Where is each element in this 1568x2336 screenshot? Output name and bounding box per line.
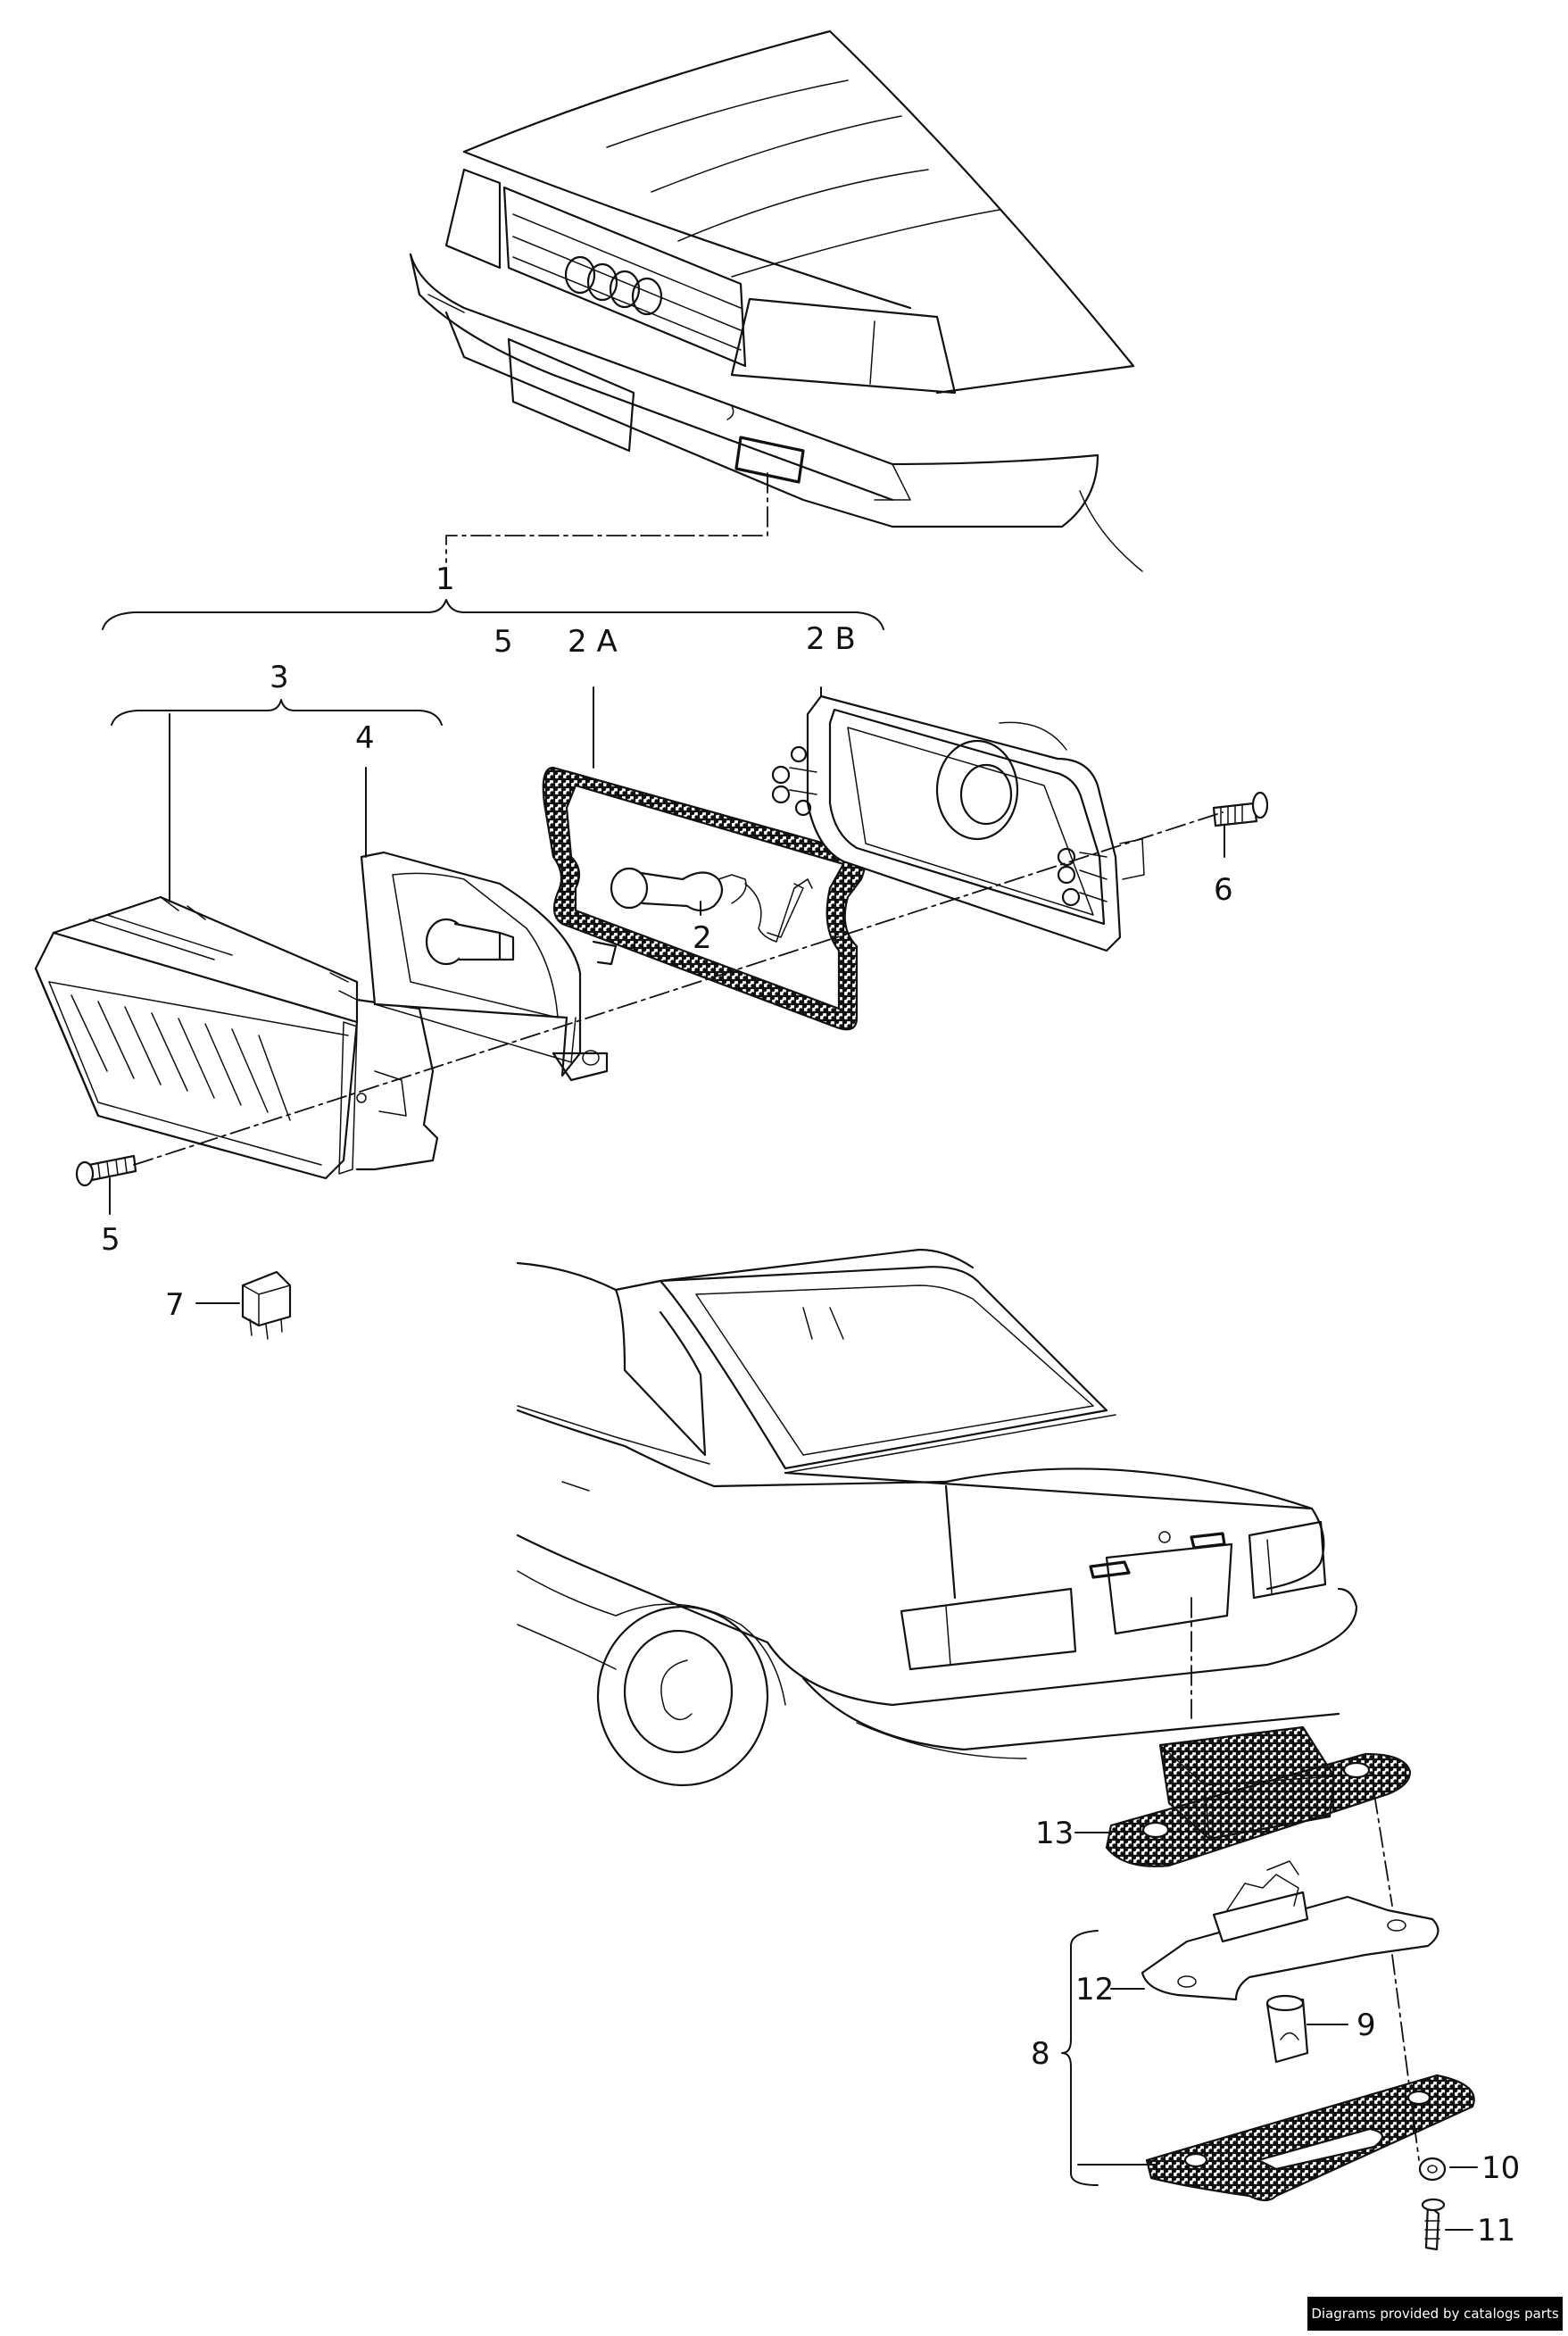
callout-5-top: 5: [494, 624, 513, 660]
washer-item-10: [1418, 2157, 1447, 2182]
screw-item-6: [1212, 791, 1269, 827]
plate-light-screw-axis-1: [1373, 1793, 1393, 1907]
callout-11: 11: [1477, 2213, 1515, 2249]
callout-5-bottom: 5: [101, 1222, 120, 1258]
callout-13: 13: [1035, 1816, 1074, 1851]
leader-lines: [109, 686, 1478, 2231]
plate-light-seal: [1105, 1725, 1412, 1867]
callout-3: 3: [270, 660, 289, 695]
callout-6: 6: [1214, 872, 1233, 908]
front-car-illustration: [409, 29, 1143, 572]
callout-4: 4: [355, 720, 375, 756]
callout-2a: 2 A: [568, 624, 618, 660]
fog-light-lens-assembly: [34, 895, 439, 1180]
bulb-item-9: [1265, 1994, 1309, 2064]
item-1-brace: [102, 599, 884, 630]
fog-light-reflector-housing: [360, 851, 618, 1082]
item-3-brace: [111, 699, 443, 726]
assembly-axis-line: [133, 811, 1224, 1166]
callout-1: 1: [436, 561, 455, 597]
callout-2: 2: [693, 920, 712, 956]
callout-labels: 1 5 2 A 2 B 3 4 2 6 5 7 13 12 9 8 10 11: [101, 561, 1520, 2249]
relay-item-7: [241, 1270, 292, 1340]
plate-light-lens: [1145, 2074, 1475, 2202]
item-8-bracket: [1061, 1930, 1099, 2186]
rear-car-illustration: [516, 1248, 1358, 1787]
callout-2b: 2 B: [806, 621, 856, 657]
callout-7: 7: [165, 1287, 185, 1323]
callout-9: 9: [1356, 2008, 1376, 2043]
credit-badge: Diagrams provided by catalogs parts: [1307, 2297, 1563, 2331]
screw-item-11: [1421, 2198, 1446, 2251]
bulb-holder: [1141, 1860, 1439, 2001]
callout-12: 12: [1075, 1972, 1114, 2008]
callout-8: 8: [1031, 2036, 1050, 2072]
fog-light-location-line: [445, 472, 768, 563]
callout-10: 10: [1481, 2150, 1520, 2186]
fog-light-rear-housing: [771, 694, 1145, 952]
screw-item-5: [75, 1154, 137, 1187]
fog-light-gasket: [542, 766, 867, 1031]
